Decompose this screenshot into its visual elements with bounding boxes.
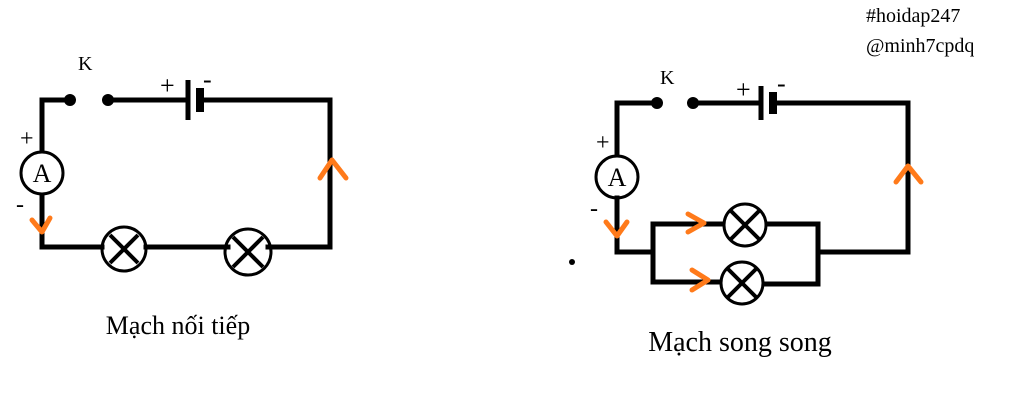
parallel-ammeter-label: A [608,163,627,192]
parallel-ammeter [594,154,640,200]
series-wire-left-top [39,97,73,153]
parallel-switch-label: K [660,67,675,89]
parallel-caption: Mạch song song [648,327,832,358]
parallel-ammeter-minus: - [590,196,598,222]
parallel-ammeter-plus: + [596,130,610,156]
parallel-wire-right [770,100,911,255]
series-wire-bottom-left [39,193,105,250]
series-ammeter [19,150,65,196]
series-ammeter-minus: - [16,192,24,218]
series-lamp-1 [100,225,148,273]
series-ammeter-label: A [33,159,52,188]
series-switch [64,94,114,106]
watermark-line2: @minh7cpdq [866,35,974,57]
parallel-wire-bottom-left [614,195,656,255]
series-circuit: K + - A + - [16,53,349,277]
parallel-wire-left-top [614,100,660,158]
series-wire-right [197,97,333,250]
parallel-wire-right-rail [762,221,821,287]
series-switch-label: K [78,53,93,75]
parallel-arrow-down-left [603,219,630,239]
series-arrow-up-right [317,157,349,181]
stray-dot [569,259,575,265]
series-battery [185,80,204,120]
parallel-arrow-up-right [893,163,924,185]
parallel-circuit: K + - A + - [569,67,924,306]
parallel-lamp-1 [722,202,768,248]
parallel-lamp-2 [719,260,765,306]
parallel-battery-plus: + [736,75,751,104]
series-lamp-2 [223,227,273,277]
watermark-line1: #hoidap247 [866,5,960,27]
parallel-arrow-branch1 [685,211,707,235]
series-arrow-down-left [29,215,53,235]
series-battery-minus: - [203,65,212,94]
series-battery-plus: + [160,71,175,100]
series-ammeter-plus: + [20,126,34,152]
parallel-switch [651,97,699,109]
parallel-arrow-branch2 [689,267,711,293]
series-caption: Mạch nối tiếp [106,311,250,340]
parallel-battery-minus: - [777,69,786,98]
parallel-battery [758,86,777,120]
